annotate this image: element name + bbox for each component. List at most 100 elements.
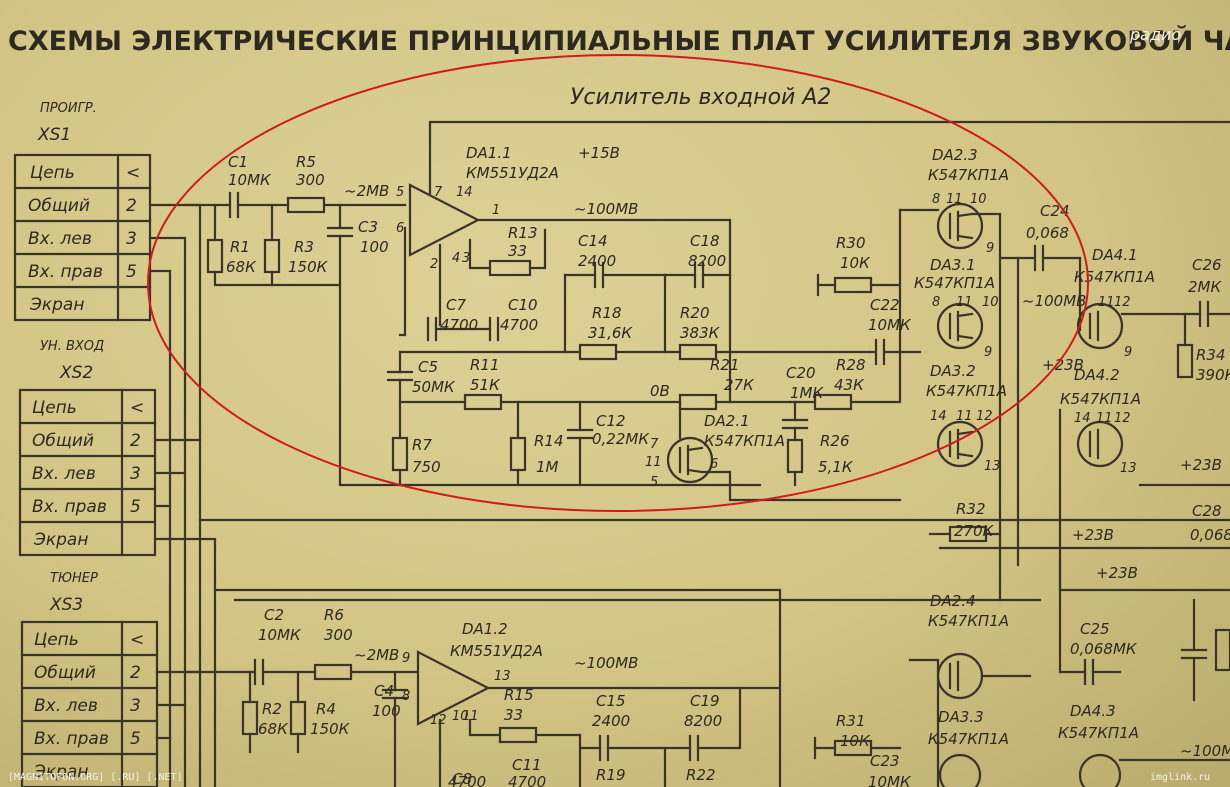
schematic-label: 3 xyxy=(130,464,141,484)
schematic-label: 12 xyxy=(976,409,993,424)
schematic-label: 0,068МК xyxy=(1070,640,1138,658)
schematic-label: R14 xyxy=(534,432,564,450)
schematic-label: 10К xyxy=(840,254,871,272)
connector-ref: XS1 xyxy=(37,125,71,145)
schematic-label: R31 xyxy=(836,712,866,730)
schematic-label: 390К xyxy=(1196,366,1230,384)
schematic-label: 5,1К xyxy=(818,458,854,476)
schematic-label: R22 xyxy=(686,766,716,784)
schematic-label: 11 xyxy=(645,455,662,470)
schematic-label: C24 xyxy=(1040,202,1070,220)
schematic-label: 0,068 xyxy=(1190,526,1230,544)
switch-da4-3: DA4.3 К547КП1А ~100МВ xyxy=(1058,702,1230,787)
schematic-label: R7 xyxy=(412,436,432,454)
schematic-label: C20 xyxy=(786,364,816,382)
schematic-label: 150К xyxy=(288,258,329,276)
schematic-label: 10 xyxy=(452,709,469,724)
schematic-label: 43К xyxy=(834,376,865,394)
schematic-label: 51К xyxy=(470,376,501,394)
schematic-label: 270К xyxy=(954,522,995,540)
upper-bias-network: C5 50МК R7 750 R11 51К R14 1М C12 0,22МК… xyxy=(386,350,682,487)
schematic-label: 11 xyxy=(956,295,973,310)
schematic-label: ~2МВ xyxy=(344,182,389,200)
schematic-label: DA2.1 xyxy=(704,412,750,430)
schematic-label: 6 xyxy=(710,457,718,472)
schematic-label: R34 xyxy=(1196,346,1226,364)
resistor-r32: R32 270К xyxy=(928,500,1002,543)
schematic-label: DA2.4 xyxy=(930,592,976,610)
schematic-label: 5 xyxy=(126,262,137,282)
schematic-label: 7 xyxy=(650,437,659,452)
watermark-right: imglink.ru xyxy=(1150,772,1210,783)
schematic-label: < xyxy=(130,398,144,418)
schematic-label: R5 xyxy=(296,153,316,171)
schematic-label: 4700 xyxy=(508,773,546,787)
switch-da2-1: DA2.1 К547КП1А 7 11 5 6 xyxy=(645,400,902,502)
schematic-label: R3 xyxy=(294,238,314,256)
schematic-label: К547КП1А xyxy=(1074,268,1155,286)
schematic-label: 5 xyxy=(650,475,658,490)
schematic-label: 0,22МК xyxy=(592,430,650,448)
schematic-label: R4 xyxy=(316,700,336,718)
schematic-label: 5 xyxy=(396,185,404,200)
schematic-label: C19 xyxy=(690,692,720,710)
schematic-label: 4700 xyxy=(448,773,486,787)
schematic-label: 27К xyxy=(724,376,755,394)
schematic-label: 10МК xyxy=(868,773,912,787)
schematic-label: К547КП1А xyxy=(914,274,995,292)
schematic-label: R18 xyxy=(592,304,622,322)
schematic-label: Вх. лев xyxy=(34,696,98,716)
schematic-label: C7 xyxy=(446,296,466,314)
schematic-label: Вх. лев xyxy=(32,464,96,484)
schematic-label: C15 xyxy=(596,692,626,710)
schematic-label: R2 xyxy=(262,700,282,718)
connector-xs2: УН. ВХОД XS2 Цепь < Общий 2 Вх. лев 3 Вх… xyxy=(18,339,157,557)
schematic-label: 150К xyxy=(310,720,351,738)
schematic-label: 33 xyxy=(508,242,527,260)
schematic-label: 2400 xyxy=(592,712,630,730)
schematic-label: 9 xyxy=(1124,345,1132,360)
schematic-label: R28 xyxy=(836,356,866,374)
schematic-label: R30 xyxy=(836,234,866,252)
schematic-label: 14 xyxy=(930,409,947,424)
schematic-label: Вх. прав xyxy=(34,729,109,749)
schematic-label: 11 xyxy=(946,192,963,207)
schematic-label: DA1.1 xyxy=(466,144,512,162)
schematic-label: 100 xyxy=(372,702,401,720)
schematic-label: DA4.1 xyxy=(1092,246,1138,264)
schematic-label: C14 xyxy=(578,232,608,250)
far-right-network: C26 2МК R34 390К C28 0,068 xyxy=(1176,256,1230,544)
switch-da3-3: DA3.3 К547КП1А xyxy=(928,708,1009,787)
op-amp-da1-1: DA1.1 КМ551УД2А +15В 5 6 7 14 1 2 4 3 ~1… xyxy=(396,120,1230,354)
lower-right-network: C25 0,068МК xyxy=(1058,558,1230,702)
schematic-label: КМ551УД2А xyxy=(466,164,559,182)
connector-xs1: ПРОИГР. XS1 Цепь < Общий 2 Вх. лев 3 Вх.… xyxy=(13,101,152,322)
connector-name: ТЮНЕР xyxy=(50,571,98,586)
schematic-label: 13 xyxy=(1120,461,1137,476)
switch-da2-3: DA2.3 К547КП1А 8 11 10 9 xyxy=(898,146,1009,602)
schematic-label: 3 xyxy=(126,229,137,249)
switch-da4-1: DA4.1 К547КП1А 11 12 9 xyxy=(1074,246,1202,360)
schematic-label: 13 xyxy=(984,459,1001,474)
schematic-label: C1 xyxy=(228,153,248,171)
schematic-label: R6 xyxy=(324,606,344,624)
schematic-label: 8 xyxy=(932,192,940,207)
schematic-label: DA3.3 xyxy=(938,708,984,726)
schematic-label: 5 xyxy=(130,729,141,749)
schematic-label: 11 xyxy=(1098,295,1115,310)
schematic-label: C26 xyxy=(1192,256,1222,274)
schematic-label: ~100МВ xyxy=(1180,742,1230,760)
schematic-label: 11 xyxy=(1096,411,1113,426)
schematic-label: Цепь xyxy=(30,163,75,183)
schematic-label: 13 xyxy=(494,669,511,684)
schematic-label: R11 xyxy=(470,356,500,374)
upper-input-network: C1 10МК R5 300 R1 68К R3 150К C3 100 ~2М… xyxy=(183,153,762,487)
schematic-label: 11 xyxy=(462,709,479,724)
schematic-label: DA1.2 xyxy=(462,620,508,638)
schematic-label: 12 xyxy=(1114,411,1131,426)
sheet-title: СХЕМЫ ЭЛЕКТРИЧЕСКИЕ ПРИНЦИПИАЛЬНЫЕ ПЛАТ … xyxy=(8,25,1230,57)
schematic-label: 10МК xyxy=(228,171,272,189)
schematic-label: К547КП1А xyxy=(928,730,1009,748)
schematic-label: 2400 xyxy=(578,252,616,270)
